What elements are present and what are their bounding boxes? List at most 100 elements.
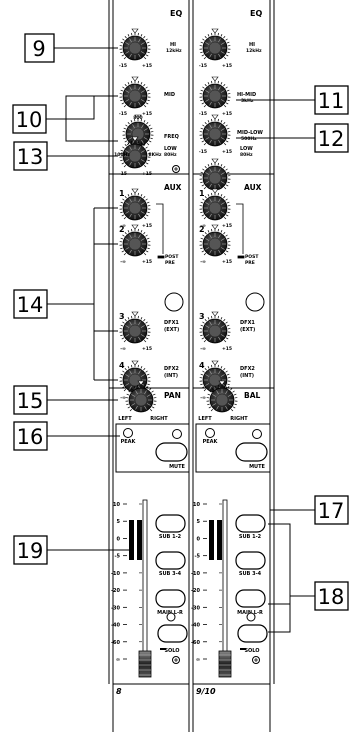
ch1-aux-title: AUX: [164, 183, 182, 192]
ch2-solo-button[interactable]: [237, 624, 268, 643]
ch2-mute-led: [252, 429, 262, 439]
ch1-fader-cap[interactable]: [138, 650, 152, 678]
ch1-solo-button[interactable]: [157, 624, 188, 643]
ch2-post-pre-button[interactable]: [245, 292, 265, 312]
ch1-mute-button[interactable]: [155, 442, 188, 462]
ch2-post: POST: [245, 254, 259, 260]
ch2-aux2-knob[interactable]: -∞+152: [199, 224, 232, 265]
ch2-bal-right: RIGHT: [230, 416, 248, 422]
ch1-aux1-knob-max-label: +15: [142, 223, 152, 229]
ch2-mainlr-button[interactable]: [235, 589, 266, 608]
ch1-eq-title: EQ: [170, 9, 182, 18]
ch1-fader-scale-0: 10: [113, 502, 120, 508]
ch2-solo: SOLO: [244, 648, 259, 654]
ch1-fader-scale-2: 0: [117, 536, 121, 542]
ch2-midlow-knob[interactable]: -15 +15: [199, 114, 232, 155]
ch2-fader-scale-1: 5: [197, 519, 201, 525]
ch2-himid-knob-min-label: -15: [199, 111, 207, 117]
ch1-mid-knob-max-label: +15: [142, 111, 152, 117]
ch1-aux1-knob-min-label: -∞: [120, 224, 126, 229]
ch2-fader-scale-7: -40: [191, 623, 201, 629]
ch1-hi-label: HI: [170, 42, 176, 48]
ch2-sub12-button[interactable]: [235, 514, 266, 533]
ch2-aux1-knob-min-label: -∞: [200, 224, 206, 229]
aux-brackets: [156, 203, 245, 259]
ch1-dfx2: DFX2: [164, 366, 179, 372]
ch1-post-pre-button[interactable]: [164, 292, 184, 312]
ch2-hi-knob[interactable]: -15+15: [199, 28, 232, 69]
ch2-fader-scale-4: -10: [191, 571, 201, 577]
ch1-freq-label: FREQ: [164, 134, 179, 140]
ch2-sub34-button[interactable]: [235, 551, 266, 570]
ch1-aux3-knob-min-label: -∞: [120, 347, 126, 352]
ch2-dfx2: DFX2: [240, 366, 255, 372]
ch2-fader-scale-0: 10: [193, 502, 200, 508]
ch1-low-knob-min-label: -15: [119, 171, 127, 177]
callout-boxes: [12, 33, 349, 611]
ch1-sub12-button[interactable]: [155, 514, 186, 533]
ch2-mute: MUTE: [249, 464, 265, 470]
ch2-fader-scale-3: -5: [194, 554, 200, 560]
ch2-midlow-knob-max-label: +15: [222, 149, 232, 155]
ch1-sub12: SUB 1-2: [159, 534, 182, 540]
ch2-hi-knob-min-label: -15: [199, 63, 207, 69]
ch1-sub34-button[interactable]: [155, 551, 186, 570]
ch2-aux2-knob-number: 2: [199, 225, 205, 234]
ch1-fader-scale-9: ∞: [116, 657, 120, 663]
ch1-aux3-knob[interactable]: -∞+153: [119, 311, 152, 352]
ch1-pan-knob[interactable]: [125, 380, 157, 413]
ch2-aux3-knob-number: 3: [199, 312, 205, 321]
ch1-freq-top: 800: [133, 115, 142, 121]
ch1-aux2-knob-min-label: -∞: [120, 260, 126, 265]
ch2-aux4-knob-number: 4: [199, 361, 205, 370]
ch1-hi-knob[interactable]: -15 +15: [119, 28, 152, 69]
ch1-fader-scale-7: -40: [111, 623, 121, 629]
ch2-bal-knob[interactable]: [206, 380, 238, 413]
ch1-aux1-knob[interactable]: -∞ +15 1: [119, 188, 152, 229]
ch2-fader-scale-2: 0: [197, 536, 201, 542]
ch2-hi-freq: 12kHz: [246, 48, 262, 54]
ch1-fader-scale-8: -60: [111, 640, 121, 646]
ch1-hi-knob-min-label: -15: [119, 63, 127, 69]
callout-14: 14: [17, 293, 44, 317]
ch1-aux2-knob[interactable]: -∞+152: [119, 224, 152, 265]
ch2-dfx1-sub: (EXT): [240, 327, 255, 333]
ch2-aux1-knob[interactable]: -∞+151: [199, 188, 232, 229]
ch2-himid-label: HI-MID: [237, 92, 256, 98]
leader-lines: [46, 47, 315, 633]
ch2-mute-button[interactable]: [235, 442, 268, 462]
ch2-solo-mark: [240, 648, 246, 650]
ch2-hi-label: HI: [249, 42, 255, 48]
ch1-sub34: SUB 3-4: [159, 571, 182, 577]
ch1-mute: MUTE: [169, 464, 185, 470]
ch1-hi-knob-max-label: +15: [142, 63, 152, 69]
callout-15: 15: [17, 389, 44, 413]
ch1-low-knob[interactable]: -15+15: [119, 136, 152, 177]
callout-9: 9: [32, 37, 45, 61]
ch1-aux1-knob-number: 1: [119, 189, 125, 198]
ch2-dfx2-sub: (INT): [240, 373, 254, 379]
ch2-low-knob[interactable]: [199, 158, 231, 191]
ch2-midlow-knob-min-label: -15: [199, 149, 207, 155]
ch2-fader-cap[interactable]: [218, 650, 232, 678]
ch1-number: 8: [116, 687, 122, 696]
ch2-himid-knob[interactable]: -15+15: [199, 76, 232, 117]
ch2-aux3-knob[interactable]: -∞+153: [199, 311, 232, 352]
ch1-pan-left: LEFT: [118, 416, 132, 422]
ch2-midlow-label: MID-LOW: [237, 130, 263, 136]
ch2-bal-title: BAL: [244, 391, 261, 400]
ch1-dfx1: DFX1: [164, 320, 179, 326]
ch2-fader-scale-9: ∞: [196, 657, 200, 663]
ch1-freq-left: 100Hz: [114, 152, 130, 158]
ch1-mid-knob[interactable]: -15+15: [119, 76, 152, 117]
knobs: -15 +15 -15 +15 -15 +15 -∞ +15 1 -∞+152 -∞+153 -∞+1…: [119, 28, 238, 413]
callout-10: 10: [16, 108, 43, 132]
callout-16: 16: [17, 425, 44, 449]
ch1-freq-knob[interactable]: [122, 114, 154, 147]
callout-13: 13: [17, 145, 44, 169]
ch1-fader-scale-1: 5: [117, 519, 121, 525]
screws: [172, 165, 260, 664]
faders: 1050-5-10-20-30-40-60∞1050-5-10-20-30-40…: [111, 499, 232, 678]
ch1-solo-mark: [160, 648, 166, 650]
ch1-mainlr-button[interactable]: [155, 589, 186, 608]
